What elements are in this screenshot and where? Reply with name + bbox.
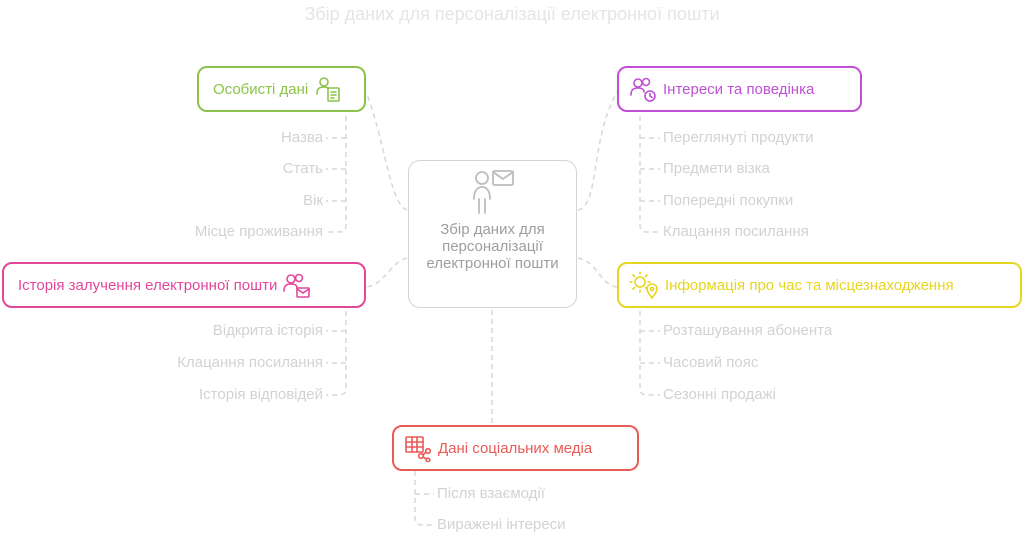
category-interests-label: Інтереси та поведінка [663,80,815,98]
history-item-clicks: Клацання посилання [177,354,323,371]
personal-item-gender: Стать [282,160,323,177]
interests-item-cart: Предмети візка [663,160,770,177]
personal-item-residence: Місце проживання [194,223,323,240]
users-clock-icon [630,77,656,102]
center-label: Збір даних для персоналізації електронно… [426,221,559,272]
category-personal-data-label: Особисті дані [213,80,309,98]
time-item-timezone: Часовий пояс [663,354,759,371]
user-id-card-icon [316,77,341,102]
history-item-opens: Відкрита історія [212,322,323,339]
diagram-title: Збір даних для персоналізації електронно… [304,4,720,24]
category-email-history-label: Історія залучення електронної пошти [18,276,278,294]
category-time-location: Інформація про час та місцезнаходження [617,262,1022,308]
sun-location-icon [629,271,658,299]
category-personal-data: Особисті дані [197,66,366,112]
personal-item-name: Назва [280,129,323,146]
table-share-icon [405,436,432,462]
category-social-media-label: Дані соціальних медіа [438,439,593,457]
time-item-seasonal-sales: Сезонні продажі [663,386,776,403]
social-item-interactions: Після взаємодії [437,485,545,502]
social-item-expressed-interests: Виражені інтереси [437,516,566,533]
interests-item-clicks: Клацання посилання [663,223,809,240]
category-social-media: Дані соціальних медіа [392,425,639,471]
center-node: Збір даних для персоналізації електронно… [408,160,577,308]
interests-item-viewed: Переглянуті продукти [663,129,814,146]
personal-item-age: Вік [303,192,323,209]
time-item-subscriber-location: Розташування абонента [663,322,833,339]
interests-item-purchases: Попередні покупки [663,192,794,209]
person-envelope-icon [473,170,514,214]
category-email-history: Історія залучення електронної пошти [2,262,366,308]
users-mail-icon [283,273,311,298]
category-interests: Інтереси та поведінка [617,66,862,112]
category-time-location-label: Інформація про час та місцезнаходження [665,276,954,294]
history-item-replies: Історія відповідей [199,386,323,403]
